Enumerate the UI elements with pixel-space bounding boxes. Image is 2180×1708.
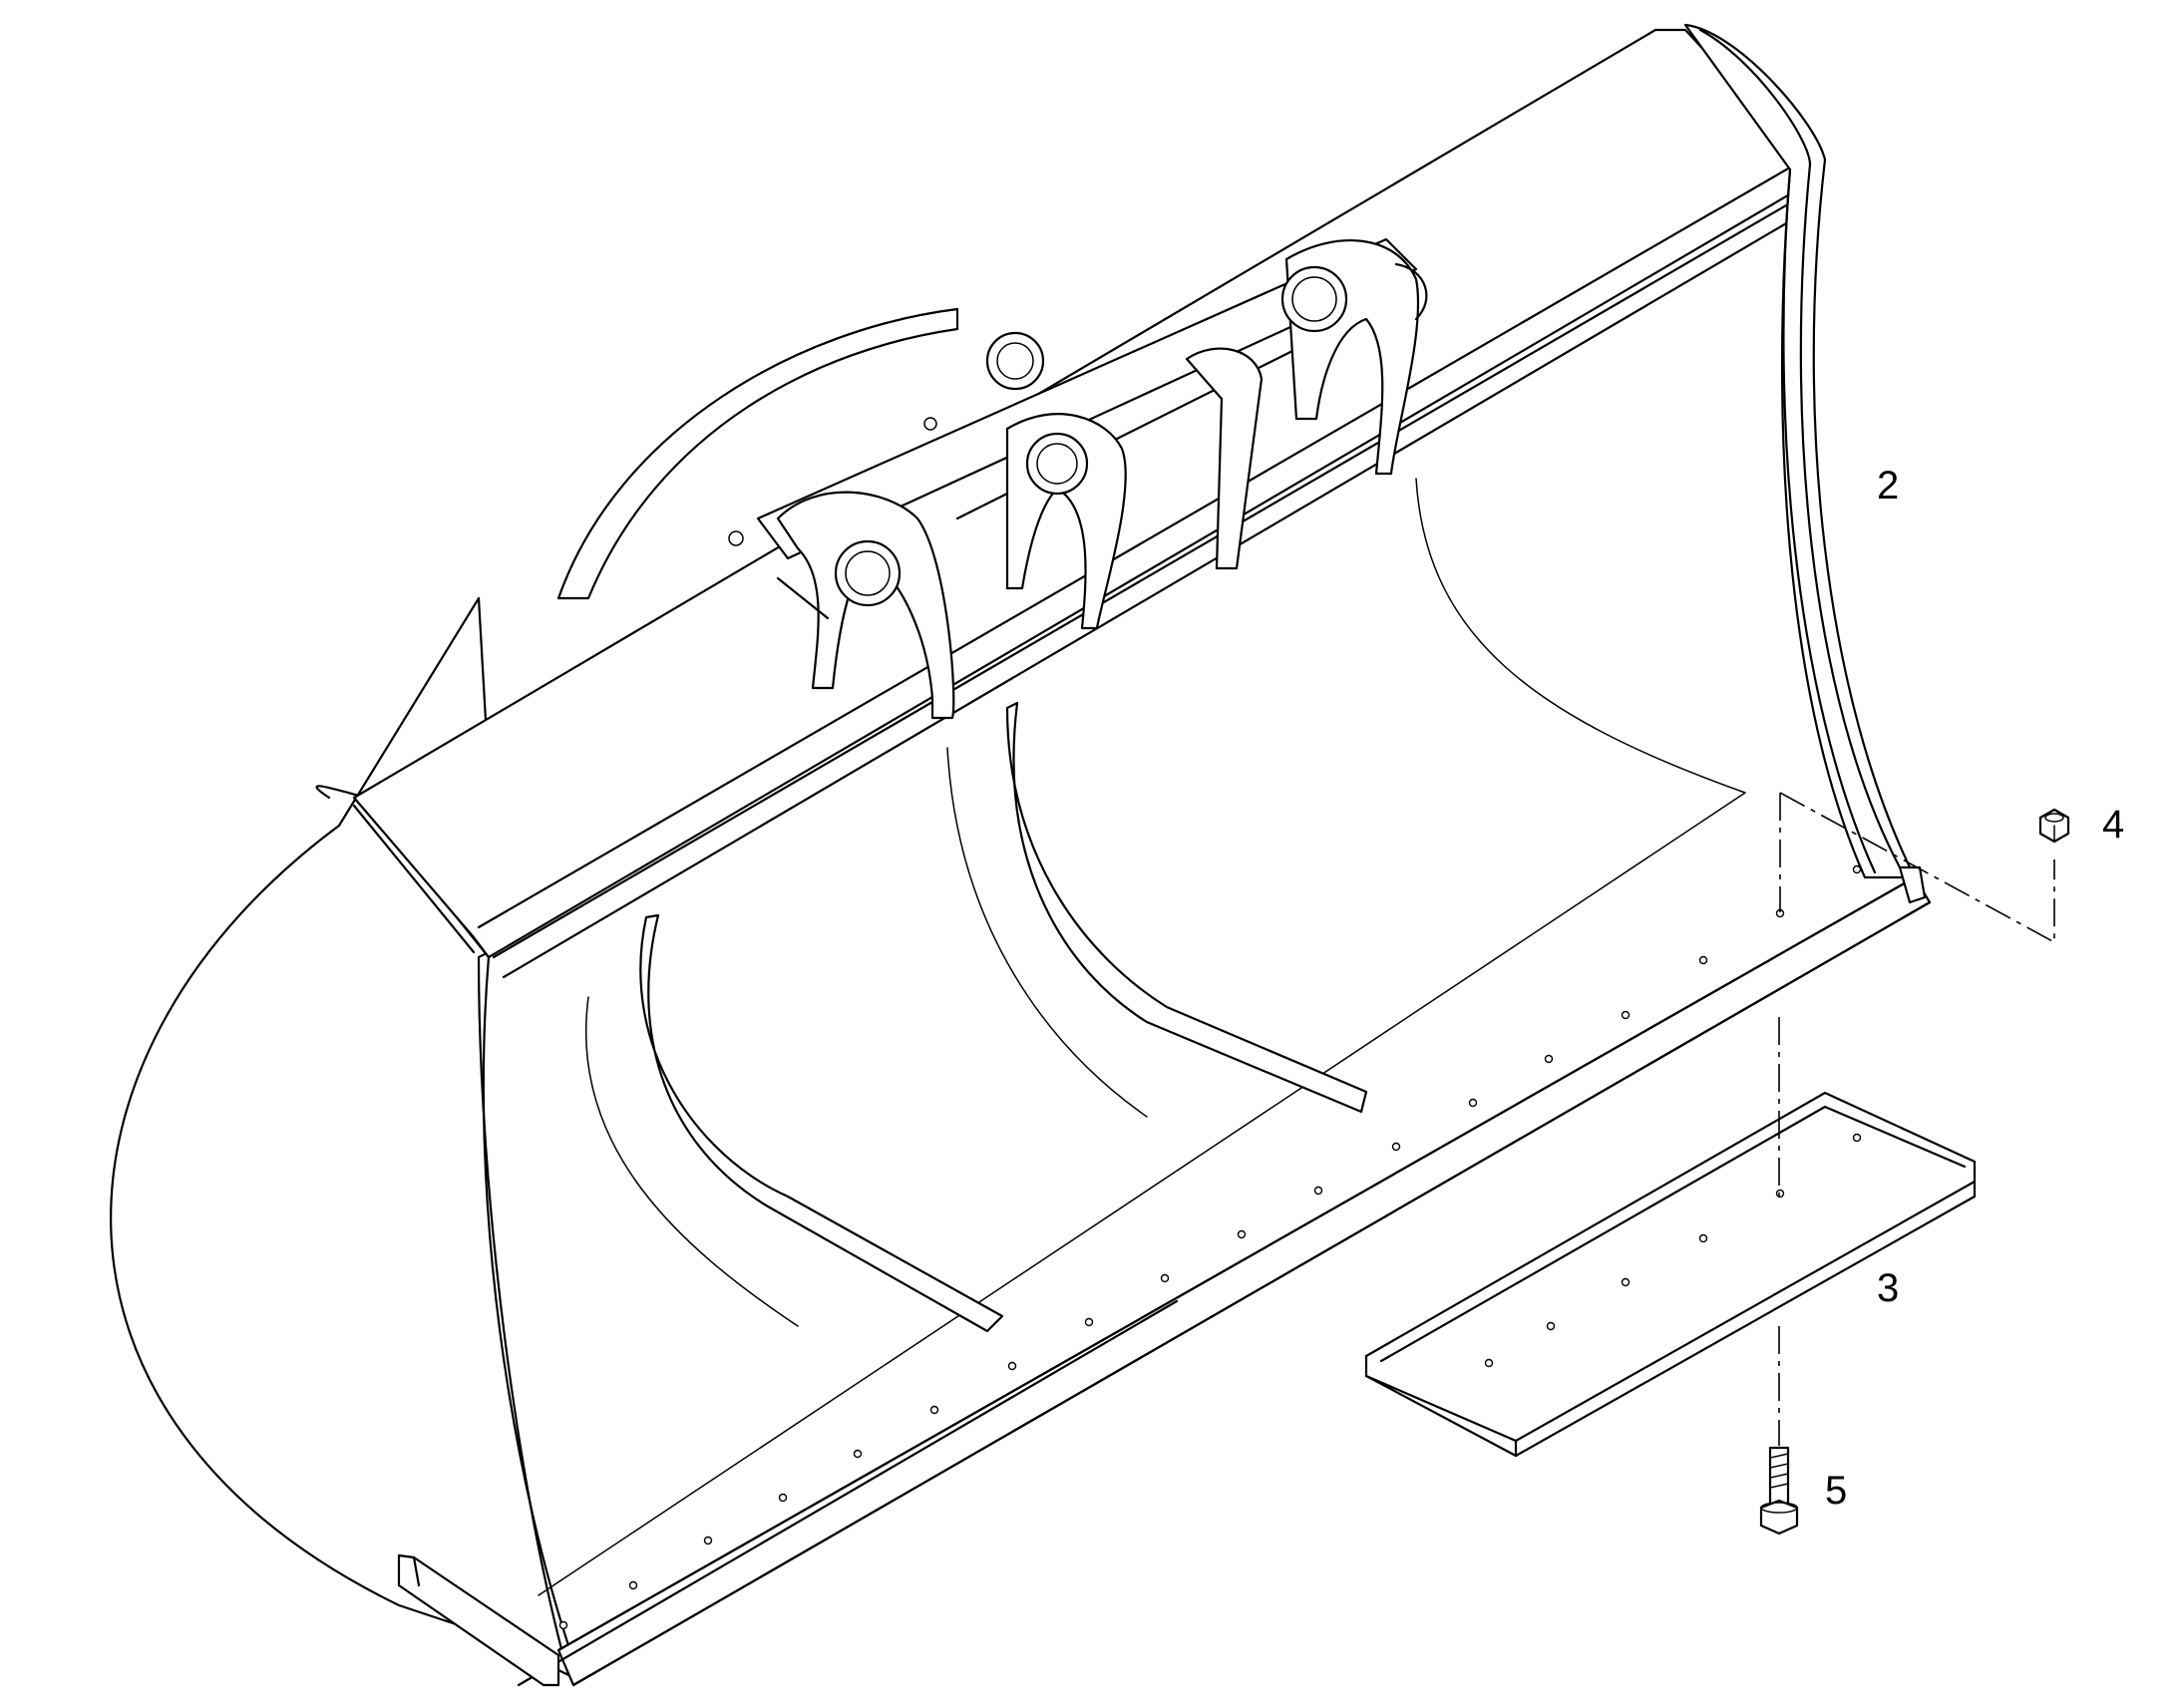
bucket-edge-holes bbox=[558, 864, 1862, 1630]
stiffener-rib-left bbox=[639, 913, 1004, 1333]
assembly-lines bbox=[1778, 792, 2055, 1446]
callout-cutting-edge: 3 bbox=[1877, 1266, 1899, 1310]
callout-nut: 4 bbox=[2102, 803, 2124, 847]
bucket-body bbox=[110, 23, 1932, 1687]
callout-bolt: 5 bbox=[1825, 1469, 1847, 1513]
nut-icon bbox=[2038, 808, 2070, 844]
cutting-edge bbox=[1364, 1091, 1977, 1458]
bolt-icon bbox=[1759, 1446, 1799, 1536]
mounting-brackets bbox=[556, 237, 1428, 720]
callout-bucket: 2 bbox=[1877, 464, 1899, 508]
stiffener-rib-right bbox=[1005, 701, 1368, 1114]
